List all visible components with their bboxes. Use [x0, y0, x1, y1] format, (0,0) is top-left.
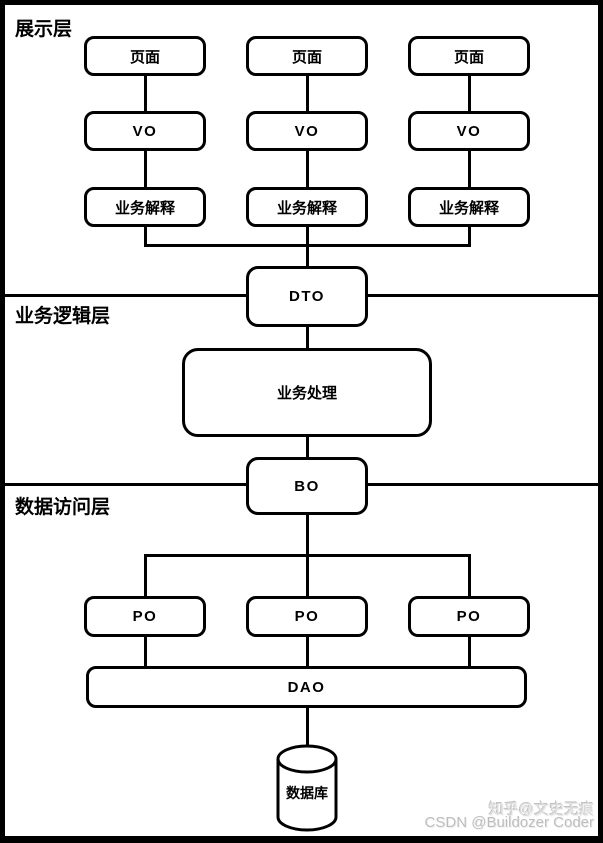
connector [305, 637, 309, 666]
connector [467, 151, 471, 187]
node-page-2: 页面 [246, 36, 368, 76]
connector [467, 554, 471, 596]
connector [467, 637, 471, 666]
connector [305, 327, 309, 348]
node-business-interpret-3: 业务解释 [408, 187, 530, 227]
database-cylinder-icon [271, 743, 343, 833]
node-po-3: PO [408, 596, 530, 637]
watermark-zhihu: 知乎@文史无痕 [488, 801, 594, 818]
node-page-1: 页面 [84, 36, 206, 76]
connector [305, 554, 309, 596]
node-vo-2: VO [246, 111, 368, 151]
connector [305, 437, 309, 457]
node-database-label: 数据库 [286, 785, 328, 801]
connector [305, 515, 309, 556]
connector [305, 76, 309, 111]
layer-label-presentation: 展示层 [15, 19, 73, 40]
connector [143, 151, 147, 187]
connector [143, 554, 147, 596]
connector [143, 227, 147, 247]
layer-label-business-logic: 业务逻辑层 [15, 306, 111, 327]
node-business-process: 业务处理 [182, 348, 432, 437]
node-business-interpret-2: 业务解释 [246, 187, 368, 227]
node-vo-3: VO [408, 111, 530, 151]
node-page-3: 页面 [408, 36, 530, 76]
connector [305, 708, 309, 750]
watermark-csdn: CSDN @Buildozer Coder [424, 814, 594, 831]
node-dto: DTO [246, 266, 368, 327]
node-bo: BO [246, 457, 368, 515]
connector [467, 76, 471, 111]
layer-label-data-access: 数据访问层 [15, 497, 111, 518]
node-business-interpret-1: 业务解释 [84, 187, 206, 227]
connector [467, 227, 471, 247]
connector [143, 76, 147, 111]
node-po-1: PO [84, 596, 206, 637]
connector-bus-top [143, 244, 471, 247]
connector [305, 151, 309, 187]
connector [143, 637, 147, 666]
node-dao: DAO [86, 666, 527, 708]
watermark: 知乎@文史无痕 CSDN @Buildozer Coder [425, 802, 594, 831]
node-po-2: PO [246, 596, 368, 637]
node-vo-1: VO [84, 111, 206, 151]
